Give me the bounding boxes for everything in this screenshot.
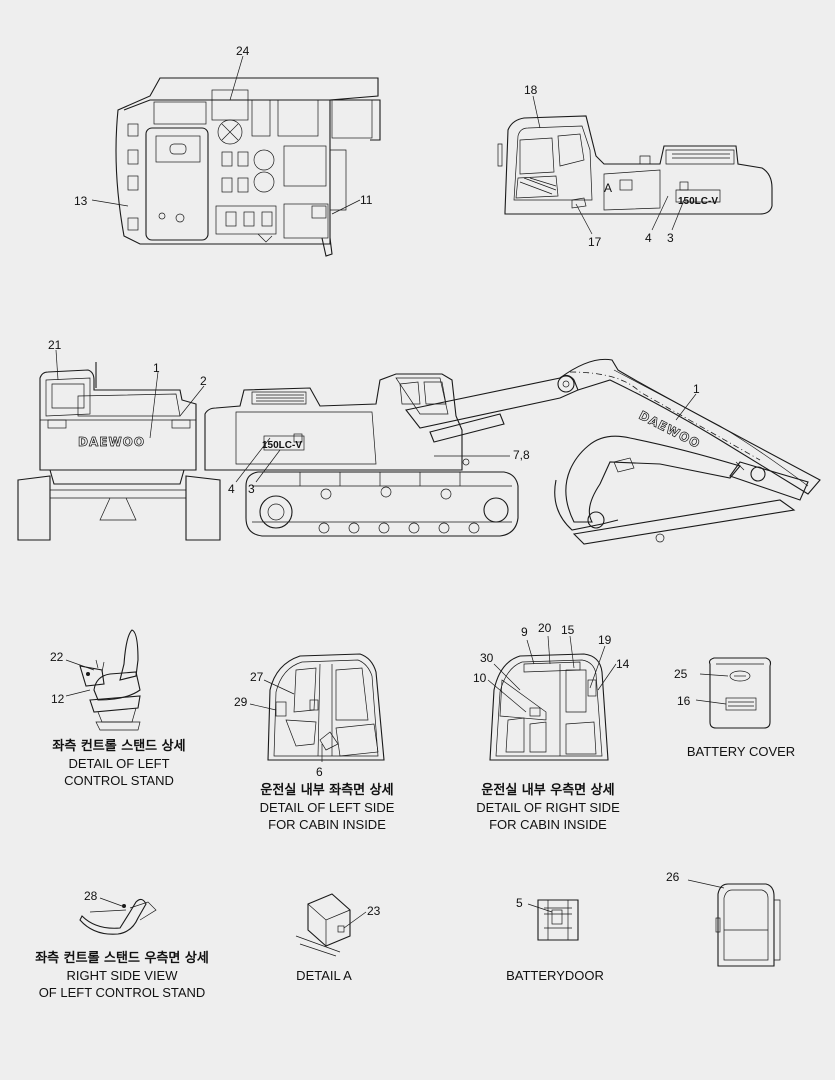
caption-detail-a: DETAIL A [296, 968, 352, 983]
callout-1-rear: 1 [153, 361, 160, 375]
caption-en-line2: CONTROL STAND [64, 773, 174, 788]
left-control-stand-drawing [79, 629, 141, 731]
caption-right-side-view: 좌측 컨트롤 스탠드 우측면 상세 RIGHT SIDE VIEW OF LEF… [35, 950, 209, 1001]
callout-25: 25 [674, 667, 688, 681]
callout-29: 29 [234, 695, 248, 709]
callout-21: 21 [48, 338, 62, 352]
detail-a-drawing [295, 893, 351, 957]
callout-10: 10 [473, 671, 487, 685]
model-decal-top: 150LC-V [678, 196, 718, 207]
callout-7-8: 7,8 [513, 448, 530, 462]
cabin-right-side-drawing [489, 653, 609, 761]
caption-en-line2: FOR CABIN INSIDE [268, 817, 386, 832]
callout-12: 12 [51, 692, 65, 706]
callout-15: 15 [561, 623, 575, 637]
caption-en-line2: FOR CABIN INSIDE [489, 817, 607, 832]
callout-16: 16 [677, 694, 691, 708]
callout-28: 28 [84, 889, 98, 903]
caption-ko: 운전실 내부 우측면 상세 [481, 783, 615, 798]
callout-24: 24 [236, 44, 250, 58]
callout-17: 17 [588, 235, 602, 249]
brand-decal-boom: DAEWOO [637, 408, 703, 451]
top-view-drawing [115, 77, 381, 257]
leader-lines [55, 55, 729, 929]
callout-20: 20 [538, 621, 552, 635]
callout-6: 6 [316, 765, 323, 779]
battery-cover-drawing [708, 657, 772, 729]
callout-5: 5 [516, 896, 523, 910]
callout-9: 9 [521, 625, 528, 639]
callout-11: 11 [360, 193, 373, 207]
model-decal-side: 150LC-V [262, 440, 302, 451]
caption-battery-cover: BATTERY COVER [686, 744, 796, 759]
callout-4-side: 4 [228, 482, 235, 496]
cabin-door-drawing [715, 883, 781, 967]
caption-ko: 좌측 컨트롤 스탠드 우측면 상세 [35, 951, 209, 966]
caption-ko: 운전실 내부 좌측면 상세 [260, 783, 394, 798]
callout-3-side: 3 [248, 482, 255, 496]
caption-en-line1: DETAIL OF LEFT SIDE [259, 800, 395, 815]
callout-23: 23 [367, 904, 381, 918]
right-side-view-drawing [79, 898, 157, 935]
rear-view-drawing [17, 362, 221, 541]
callout-14: 14 [616, 657, 630, 671]
caption-en-line1: DETAIL OF RIGHT SIDE [476, 800, 620, 815]
caption-cabin-left: 운전실 내부 좌측면 상세 DETAIL OF LEFT SIDE FOR CA… [260, 782, 395, 833]
main-side-view-drawing [204, 358, 821, 545]
callout-22: 22 [50, 650, 64, 664]
callout-2: 2 [200, 374, 207, 388]
caption-en-line2: OF LEFT CONTROL STAND [38, 985, 206, 1000]
view-a-marker: A [604, 181, 612, 195]
caption-ko: 좌측 컨트롤 스탠드 상세 [52, 739, 186, 754]
upper-side-view-drawing [497, 115, 773, 215]
battery-door-drawing [537, 899, 579, 941]
callout-19: 19 [598, 633, 612, 647]
callout-26: 26 [666, 870, 680, 884]
callout-18: 18 [524, 83, 538, 97]
caption-left-control-stand: 좌측 컨트롤 스탠드 상세 DETAIL OF LEFT CONTROL STA… [52, 738, 185, 789]
callout-30: 30 [480, 651, 494, 665]
callout-1-boom: 1 [693, 382, 700, 396]
callout-27: 27 [250, 670, 264, 684]
cabin-left-side-drawing [267, 653, 385, 761]
callout-3-top: 3 [667, 231, 674, 245]
caption-en-line1: RIGHT SIDE VIEW [66, 968, 178, 983]
caption-cabin-right: 운전실 내부 우측면 상세 DETAIL OF RIGHT SIDE FOR C… [476, 782, 620, 833]
caption-battery-door: BATTERYDOOR [506, 968, 604, 983]
callout-13: 13 [74, 194, 88, 208]
caption-en-line1: DETAIL OF LEFT [68, 756, 170, 771]
brand-decal-rear: DAEWOO [78, 435, 145, 449]
callout-4-top: 4 [645, 231, 652, 245]
